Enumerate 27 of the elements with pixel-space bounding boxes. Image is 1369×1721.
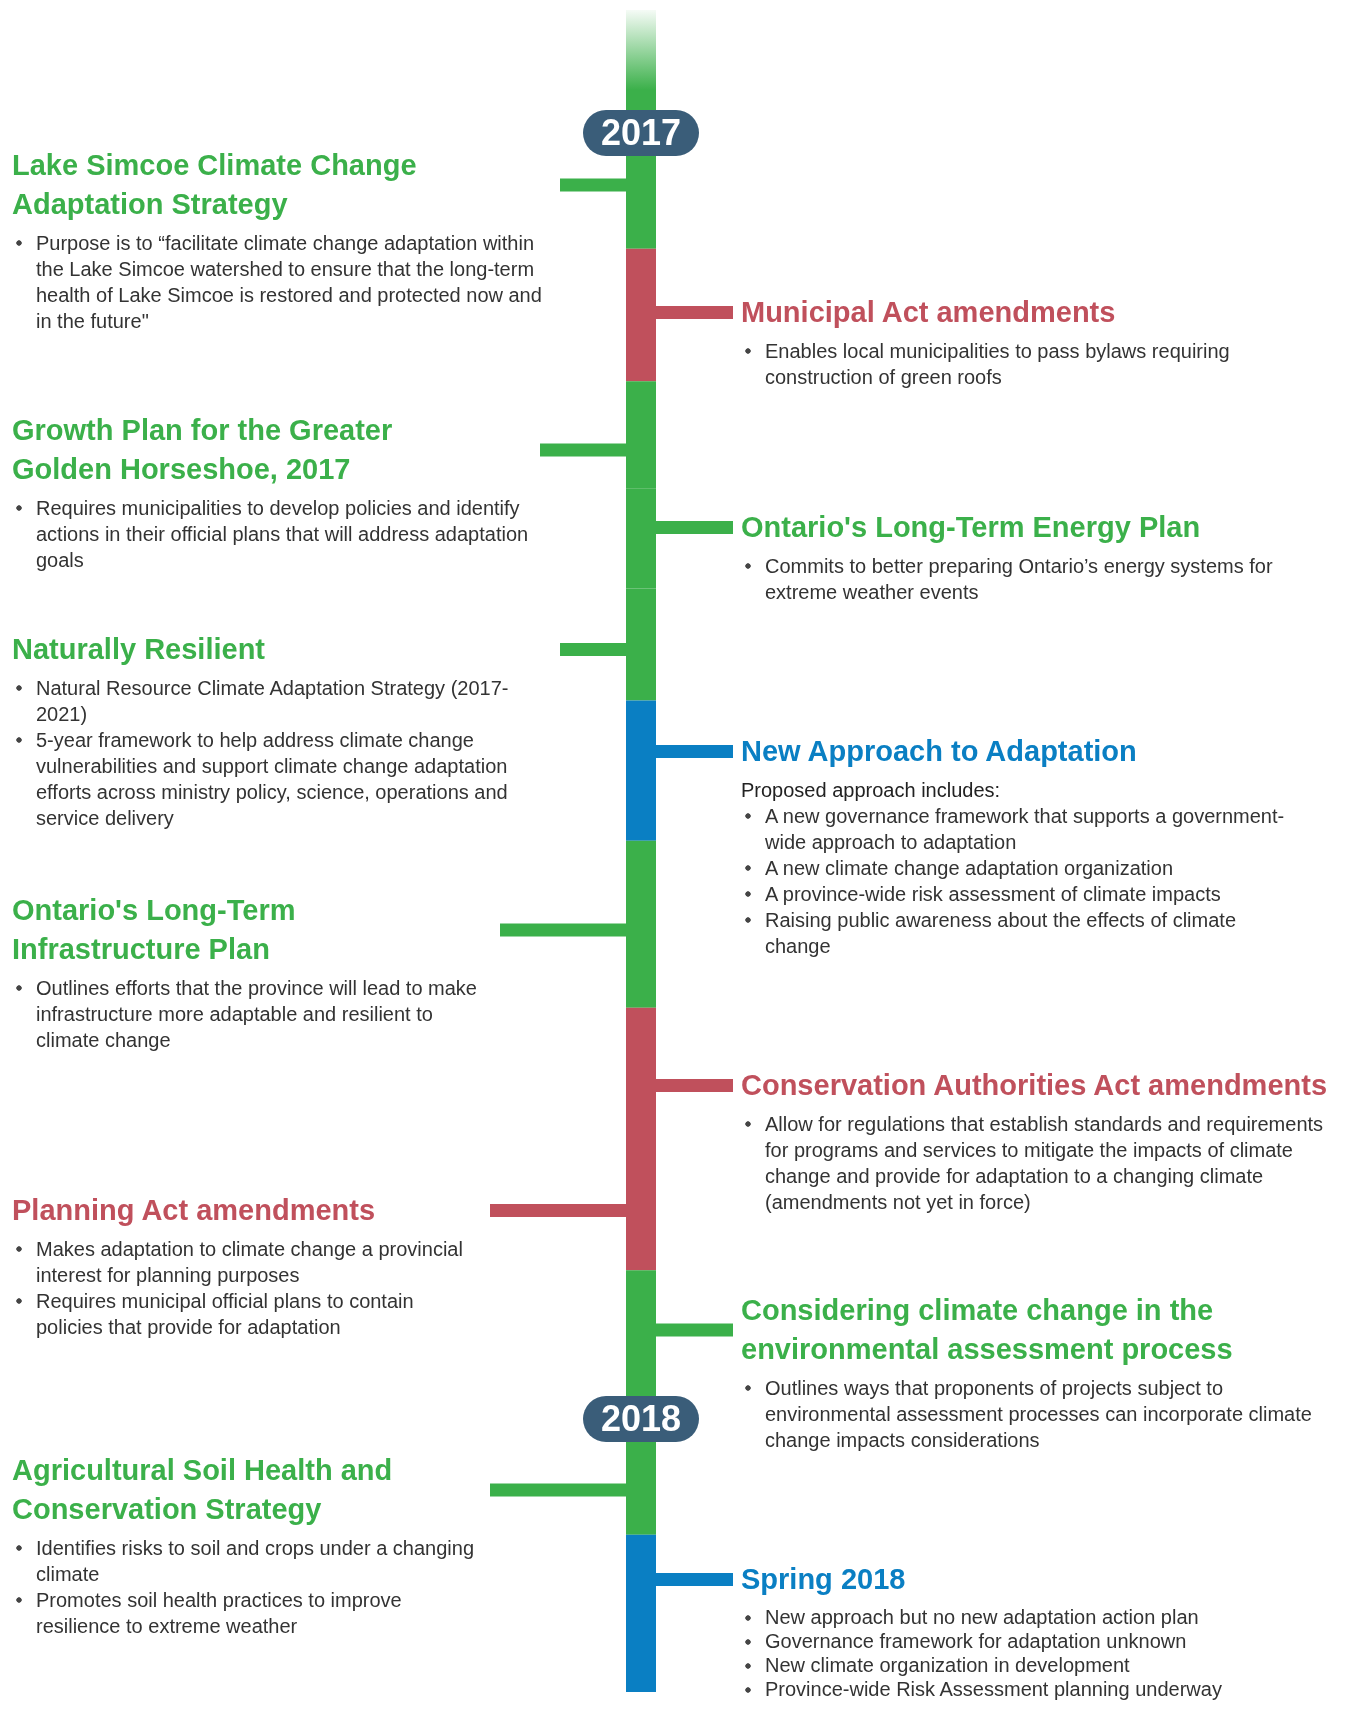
entry-heading: Considering climate change in the environmental assessment process	[741, 1293, 1234, 1367]
connector-line	[656, 1323, 733, 1337]
entry-heading: New Approach to Adaptation	[741, 734, 1138, 769]
entry-heading: Planning Act amendments	[12, 1193, 377, 1228]
entry-heading: Growth Plan for the Greater Golden Horseshoe, 2017	[12, 413, 394, 487]
year-badge: 2017	[583, 110, 700, 156]
connector-line	[656, 1079, 733, 1092]
connector-line	[656, 1573, 733, 1586]
year-badge: 2018	[583, 1396, 700, 1442]
entry-heading: Lake Simcoe Climate Change Adaptation Strategy	[12, 148, 418, 222]
entry-heading: Spring 2018	[741, 1562, 907, 1597]
connector-line	[656, 745, 733, 758]
entry-heading: Ontario's Long-Term Infrastructure Plan	[12, 893, 297, 967]
connector-line	[560, 643, 626, 656]
entry-heading: Naturally Resilient	[12, 632, 267, 667]
entry-heading: Conservation Authorities Act amendments	[741, 1068, 1328, 1103]
connector-line	[500, 923, 626, 937]
connector-line	[656, 306, 733, 319]
connector-line	[560, 178, 626, 192]
intro-text: Proposed approach includes:	[741, 778, 1002, 803]
connector-line	[656, 521, 733, 534]
connector-line	[540, 443, 626, 457]
entry-heading: Municipal Act amendments	[741, 295, 1117, 330]
entry-heading: Agricultural Soil Health and Conservation Strategy	[12, 1453, 394, 1527]
entry-heading: Ontario's Long-Term Energy Plan	[741, 510, 1202, 545]
connector-line	[490, 1483, 626, 1497]
connector-line	[490, 1204, 626, 1217]
